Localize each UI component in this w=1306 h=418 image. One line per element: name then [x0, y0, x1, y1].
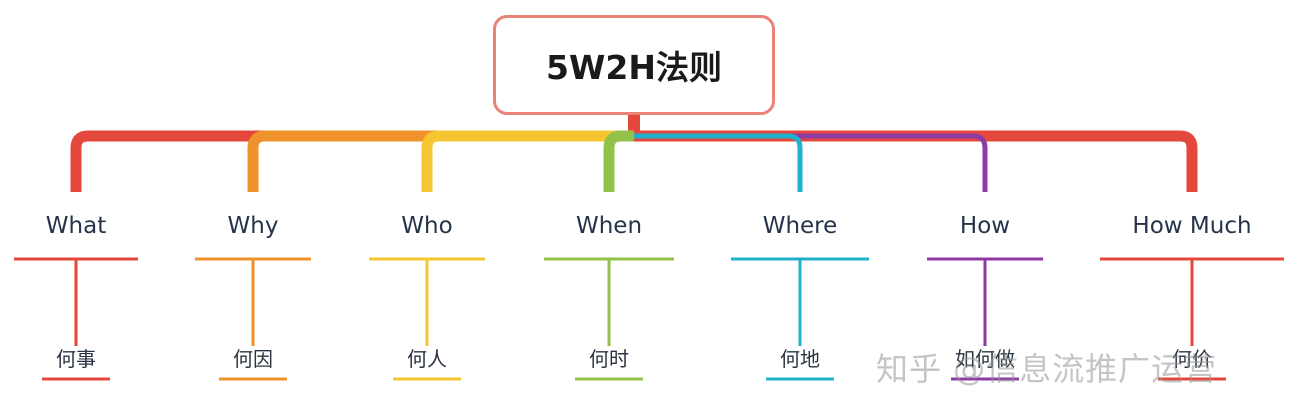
- watermark: 知乎 @信息流推广运营: [876, 350, 1218, 388]
- connector-when: [603, 130, 634, 192]
- leaf-label-when: 何时: [589, 347, 629, 371]
- branch-label-how-much: How Much: [1132, 213, 1252, 239]
- connector-why: [247, 130, 634, 192]
- branch-label-when: When: [575, 213, 643, 239]
- leaf-label-where: 何地: [780, 347, 820, 371]
- connector-who: [421, 130, 634, 192]
- connector-what: [70, 130, 634, 192]
- branch-label-who: Who: [401, 213, 453, 239]
- branch-label-why: Why: [227, 213, 279, 239]
- leaf-label-how: 如何做: [955, 347, 1015, 371]
- leaf-label-how-much: 何价: [1172, 347, 1212, 371]
- connector-how: [634, 133, 988, 192]
- root-node: 5W2H法则: [493, 15, 775, 115]
- branch-label-where: Where: [762, 213, 838, 239]
- leaf-label-why: 何因: [233, 347, 273, 371]
- leaf-label-who: 何人: [407, 347, 447, 371]
- root-label: 5W2H法则: [546, 48, 722, 87]
- branch-label-what: What: [45, 213, 107, 239]
- branch-label-how: How: [959, 213, 1011, 239]
- connector-where: [634, 133, 803, 192]
- leaf-label-what: 何事: [56, 347, 96, 371]
- connector-how-much: [634, 130, 1198, 192]
